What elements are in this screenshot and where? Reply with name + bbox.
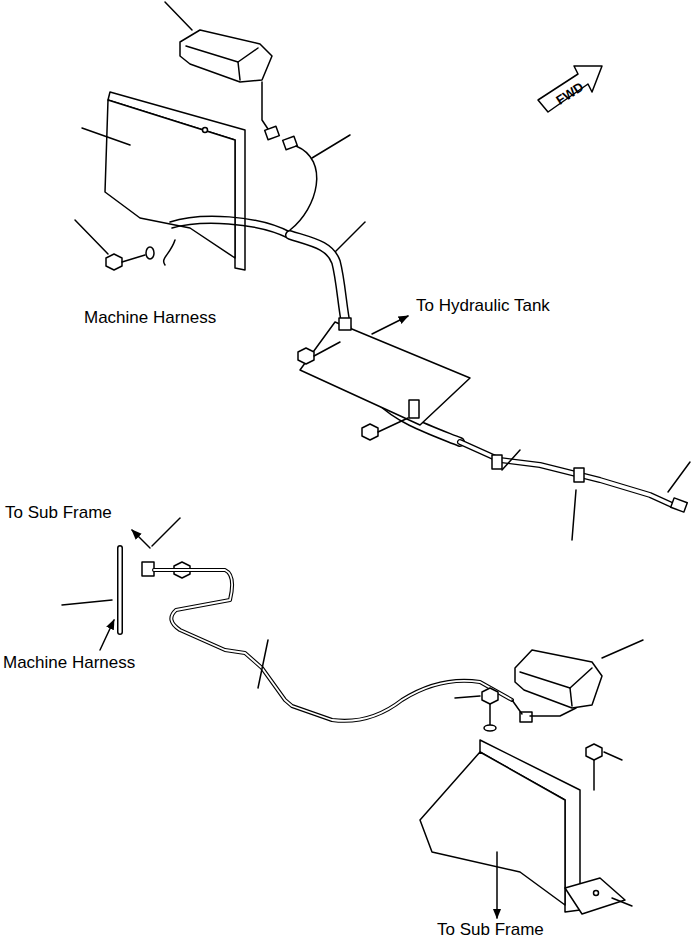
part-note: To Hydraulic Tank bbox=[415, 296, 551, 316]
part-note: Machine Harness bbox=[83, 308, 217, 328]
part-note: To Sub Frame bbox=[4, 503, 113, 523]
forward-arrow: FWD bbox=[534, 60, 606, 124]
forward-label: FWD bbox=[534, 60, 606, 124]
part-note: Machine Harness bbox=[2, 653, 136, 673]
part-note: To Sub Frame bbox=[436, 920, 545, 940]
